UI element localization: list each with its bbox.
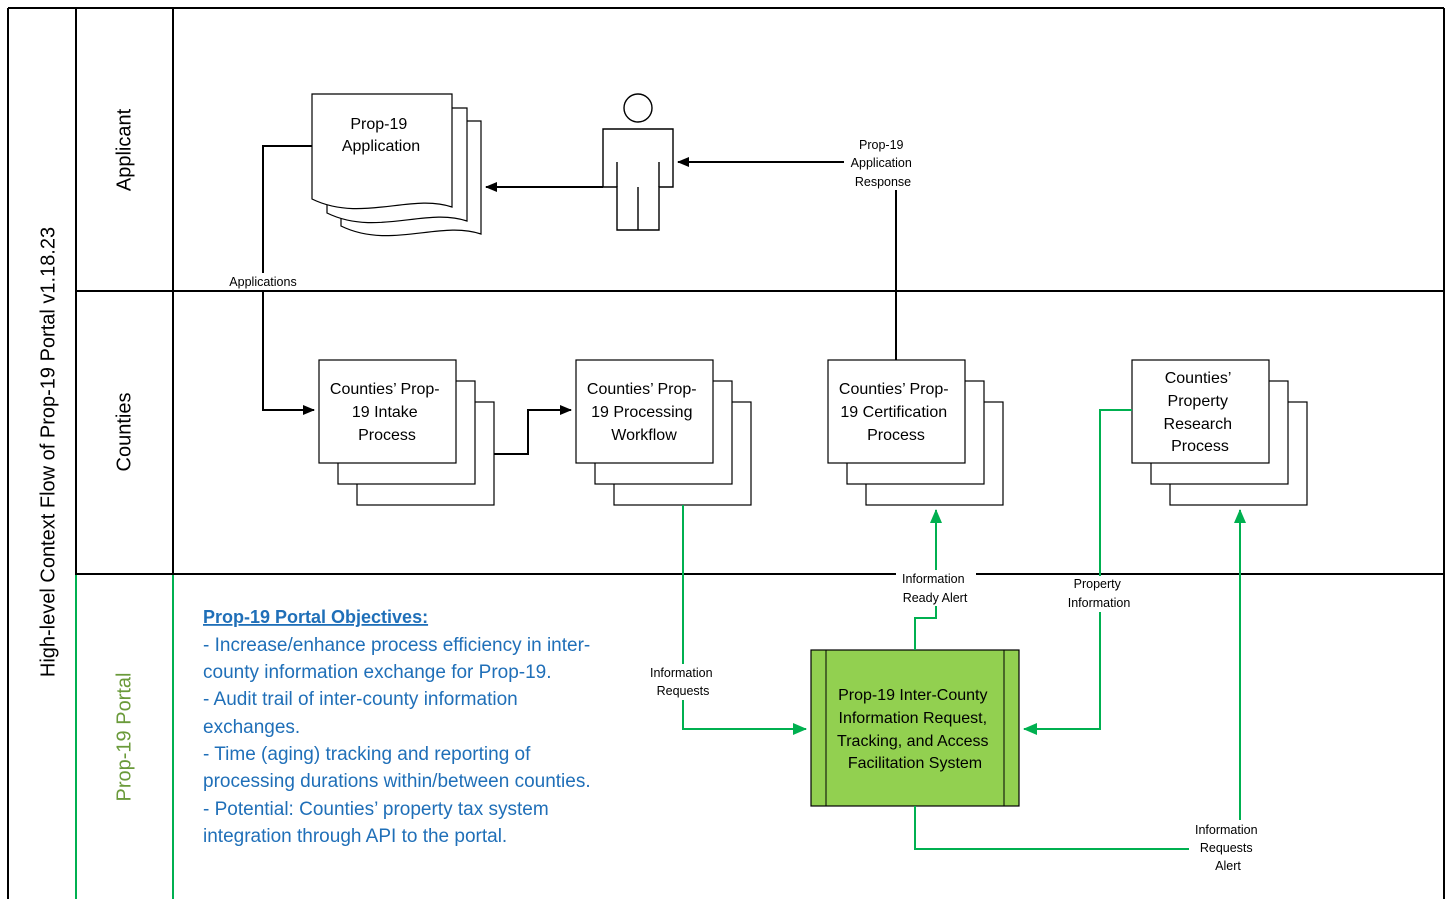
intake-to-processing-connector [494, 405, 572, 455]
research-process-stack [1131, 359, 1308, 506]
applications-label: Applications [229, 275, 296, 289]
portal-lane-frame [75, 575, 174, 899]
objective-line: - Increase/enhance process efficiency in… [203, 635, 590, 656]
response-connector [677, 157, 897, 360]
objectives-list: - Increase/enhance process efficiency in… [203, 635, 596, 847]
objective-line: - Audit trail of inter-county informatio… [203, 689, 518, 710]
intake-process-label: Counties’ Prop- 19 Intake Process [330, 381, 444, 444]
objective-line: exchanges. [203, 717, 300, 738]
lane-label-portal: Prop-19 Portal [113, 673, 135, 802]
objective-line: integration through API to the portal. [203, 826, 507, 847]
app-response-label: Prop-19 Application Response [851, 138, 916, 189]
diagram-title: High-level Context Flow of Prop-19 Porta… [37, 227, 59, 677]
info-requests-connector [682, 505, 807, 735]
application-document [311, 93, 482, 237]
info-requests-label: Information Requests [650, 666, 716, 698]
info-ready-connector [914, 509, 942, 650]
applicant-person-icon [602, 93, 674, 231]
property-info-label: Property Information [1068, 577, 1131, 610]
info-requests-alert-label: Information Requests Alert [1195, 823, 1261, 873]
green-connectors [682, 409, 1246, 850]
info-requests-alert-connector [914, 509, 1246, 850]
processing-workflow-stack [575, 359, 752, 506]
objective-line: processing durations within/between coun… [203, 771, 591, 792]
objective-line: - Time (aging) tracking and reporting of [203, 744, 531, 765]
objective-line: county information exchange for Prop-19. [203, 662, 552, 683]
application-document-label: Prop-19 Application [342, 116, 420, 155]
certification-process-stack [827, 359, 1004, 506]
objective-line: - Potential: Counties’ property tax syst… [203, 799, 549, 820]
lane-label-applicant: Applicant [113, 108, 135, 191]
processing-workflow-label: Counties’ Prop- 19 Processing Workflow [587, 381, 701, 444]
objectives-title: Prop-19 Portal Objectives: [203, 607, 428, 627]
lane-label-counties: Counties [113, 393, 135, 472]
portal-system-box [810, 649, 1020, 807]
swimlane-frame [7, 7, 1445, 899]
info-ready-alert-label: Information Ready Alert [902, 572, 968, 605]
intake-process-stack [318, 359, 495, 506]
research-process-label: Counties’ Property Research Process [1164, 370, 1237, 455]
portal-system-label: Prop-19 Inter-County Information Request… [837, 687, 993, 772]
property-info-connector [1023, 409, 1132, 735]
certification-process-label: Counties’ Prop- 19 Certification Process [839, 381, 953, 444]
